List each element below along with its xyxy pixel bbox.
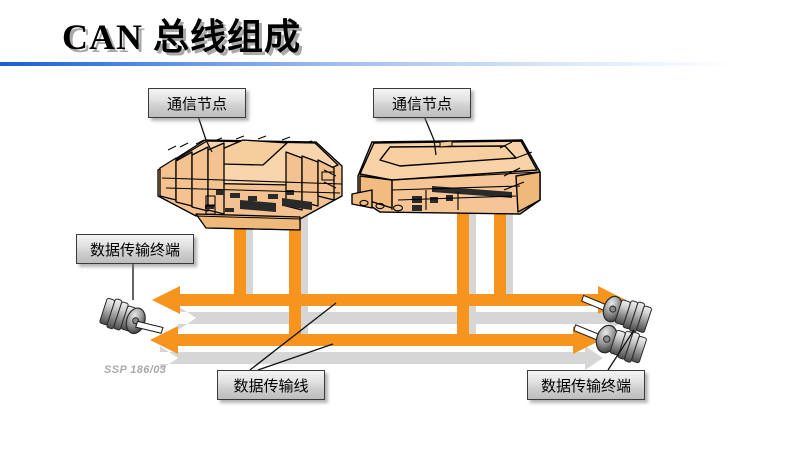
page-title: CAN 总线组成	[62, 17, 301, 57]
drop-right-b	[494, 193, 506, 303]
callout-node-right[interactable]: 通信节点	[373, 88, 471, 118]
callout-terminal-left-label: 数据传输终端	[89, 240, 180, 259]
control-unit-box	[351, 139, 541, 215]
title-block: CAN 总线组成	[62, 8, 482, 57]
terminal-upper-right	[581, 294, 652, 333]
drop-left-a	[234, 206, 246, 306]
title-divider	[0, 62, 800, 66]
ssp-watermark: SSP 186/03	[104, 364, 167, 376]
callout-bus-line-label: 数据传输线	[233, 376, 309, 395]
callout-node-left-label: 通信节点	[166, 94, 227, 113]
callout-terminal-left[interactable]: 数据传输终端	[76, 234, 194, 264]
callout-terminal-right-label: 数据传输终端	[540, 376, 631, 395]
callout-node-right-label: 通信节点	[391, 94, 452, 113]
ecu-connector-block	[157, 135, 343, 231]
callout-bus-line[interactable]: 数据传输线	[217, 370, 325, 400]
callout-node-left[interactable]: 通信节点	[148, 88, 246, 118]
lower-bus-arrow	[150, 326, 601, 354]
terminal-upper-left	[99, 297, 164, 335]
upper-bus-arrow	[152, 286, 626, 314]
callout-terminal-right[interactable]: 数据传输终端	[527, 370, 645, 400]
